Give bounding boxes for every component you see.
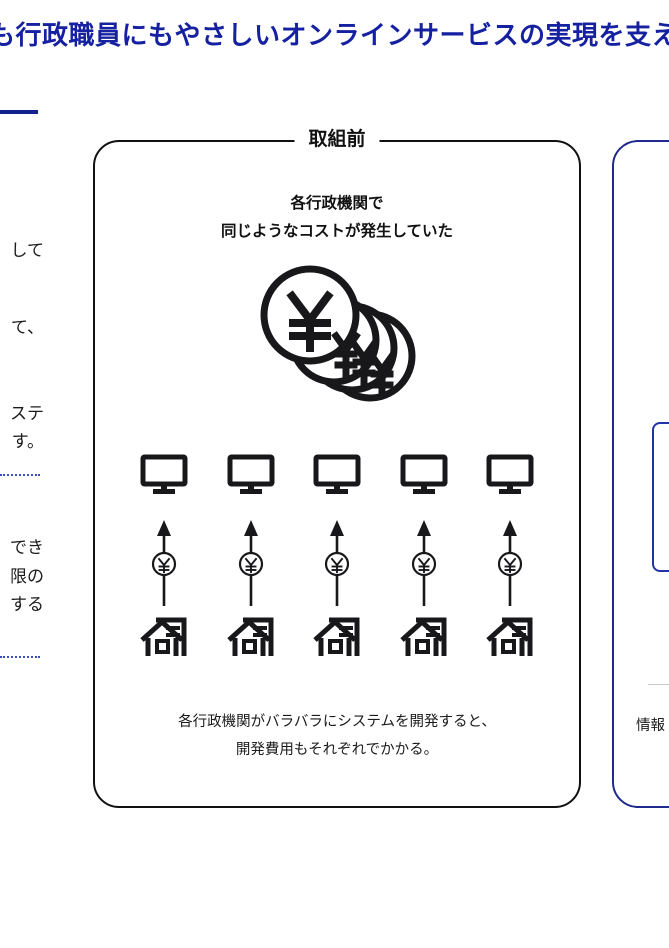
sidebar-text-line: して [10,241,45,260]
monitor-icon [227,454,274,494]
government-building-icon [399,617,446,656]
monitor-cell [220,454,282,496]
up-arrow-yen-icon [238,520,263,606]
government-building-icon [226,617,273,656]
government-building-icon [140,617,187,656]
sidebar-text-line: ステ [10,404,44,423]
before-card-caption-line2: 開発費用もそれぞれでかかる。 [235,742,439,758]
monitor-cell [133,454,195,496]
cost-arrow-row [133,520,541,606]
before-card-title: 取組前 [294,128,380,152]
agency-cell [306,608,368,658]
heading-underline-rule [0,110,38,114]
monitor-cell [479,454,541,496]
before-card-caption-line1: 各行政機関がバラバラにシステムを開発すると、 [178,714,496,730]
after-card-divider [648,684,669,685]
after-card: 情報 [612,140,669,808]
before-card-subtitle: 各行政機関で 同じようなコストが発生していた [95,190,579,246]
monitor-icon [140,454,188,494]
sidebar-divider [0,656,40,658]
cost-arrow-cell [306,520,368,606]
sidebar-text-line: す。 [11,432,44,451]
before-card-subtitle-line2: 同じようなコストが発生していた [220,223,454,240]
agency-cell [479,608,541,658]
monitor-cell [393,454,455,496]
after-card-inner-box [652,422,669,572]
up-arrow-yen-icon [151,520,177,606]
agency-cell [220,608,282,658]
sidebar-text-line: 限の [10,567,44,586]
up-arrow-yen-icon [497,520,523,606]
before-card-subtitle-line1: 各行政機関で [290,195,384,212]
government-building-icon [486,617,533,656]
sidebar-text-line: て、 [10,318,44,337]
cost-arrow-cell [393,520,455,606]
cost-arrow-cell [479,520,541,606]
monitor-row [133,454,541,496]
page-title: 者にも行政職員にもやさしいオンラインサービスの実現を支え [0,20,669,50]
agency-cell [133,608,195,658]
after-card-caption: 情報 [636,718,665,734]
up-arrow-yen-icon [324,520,350,606]
sidebar-text-line: でき [10,538,44,557]
up-arrow-yen-icon [411,520,436,606]
sidebar-divider [0,474,40,476]
agency-row [133,608,541,658]
monitor-icon [313,454,361,494]
cost-arrow-cell [220,520,282,606]
before-card-caption: 各行政機関がバラバラにシステムを開発すると、 開発費用もそれぞれでかかる。 [119,708,555,764]
yen-coins-icon [260,265,416,402]
coin-stack-illustration [95,260,579,410]
sidebar-text-line: する [10,595,44,614]
monitor-cell [306,454,368,496]
government-building-icon [313,617,360,656]
cost-arrow-cell [133,520,195,606]
agency-cell [393,608,455,658]
before-card: 取組前 各行政機関で 同じようなコストが発生していた [93,128,581,808]
monitor-icon [400,454,447,494]
monitor-icon [486,454,534,494]
